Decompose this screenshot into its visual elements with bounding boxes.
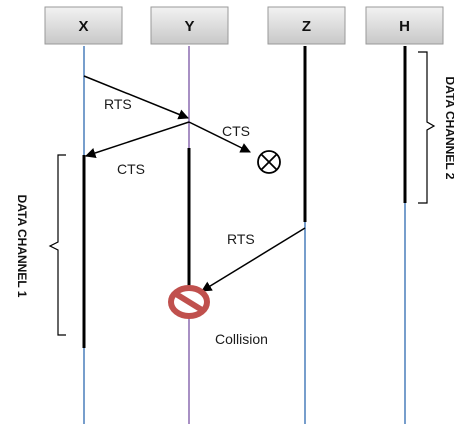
node-z-label: Z	[302, 18, 311, 35]
data-channel-1-label: DATA CHANNEL 1	[15, 195, 29, 298]
rts-z-to-y-label: RTS	[227, 231, 255, 247]
node-y-label: Y	[184, 18, 194, 35]
no-entry-icon	[168, 285, 210, 319]
node-y-header: Y	[150, 6, 229, 45]
rts-x-to-y-arrow	[83, 75, 189, 120]
data-channel-1-bracket	[48, 154, 66, 336]
node-x-header: X	[44, 6, 123, 45]
node-h-label: H	[399, 18, 410, 35]
data-channel-2-bracket	[418, 51, 436, 204]
cts-y-lost-label: CTS	[222, 123, 250, 139]
cts-y-to-x-label: CTS	[117, 161, 145, 177]
cts-y-to-x-arrow	[85, 121, 190, 159]
rts-z-to-y-arrow	[201, 227, 306, 292]
node-h-header: H	[365, 6, 444, 45]
data-channel-2-label: DATA CHANNEL 2	[443, 77, 454, 180]
node-z-header: Z	[267, 6, 346, 45]
collision-label: Collision	[215, 331, 268, 347]
x-circle-icon	[257, 150, 281, 174]
node-x-label: X	[78, 18, 88, 35]
cts-y-to-lost-arrow	[188, 121, 251, 153]
rts-x-to-y-label: RTS	[104, 96, 132, 112]
